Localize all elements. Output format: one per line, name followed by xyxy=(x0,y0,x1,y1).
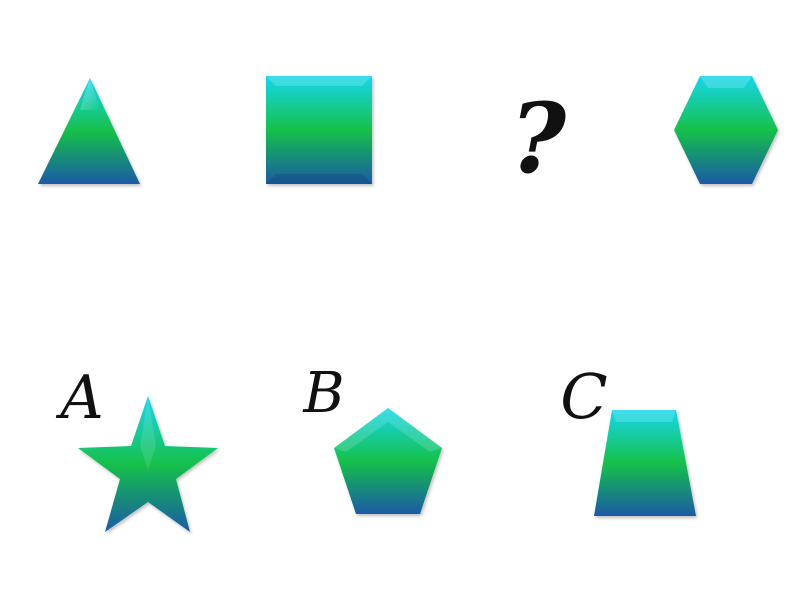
option-c[interactable]: C xyxy=(560,360,696,516)
options-row[interactable]: A B C xyxy=(55,360,696,532)
square-icon xyxy=(266,76,372,184)
option-b[interactable]: B xyxy=(302,361,442,514)
option-c-label: C xyxy=(560,360,607,433)
option-b-label: B xyxy=(302,361,344,426)
unknown-question-mark: ? xyxy=(510,82,567,195)
hexagon-icon xyxy=(674,76,778,184)
star-icon xyxy=(78,396,218,532)
pentagon-icon xyxy=(334,408,442,514)
triangle-icon xyxy=(38,78,140,184)
option-a-label: A xyxy=(55,363,103,433)
sequence-row: ? xyxy=(38,76,778,195)
option-a[interactable]: A xyxy=(55,363,218,532)
trapezoid-icon xyxy=(594,410,696,516)
